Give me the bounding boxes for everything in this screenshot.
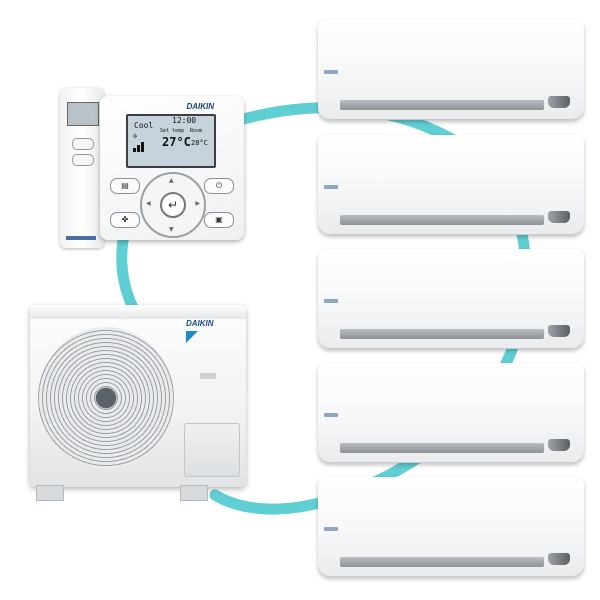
right-arrow-icon: ▶ bbox=[195, 200, 200, 207]
brand-mark bbox=[324, 413, 338, 417]
fan-speed-icon bbox=[133, 140, 149, 152]
fan-icon: ✤ bbox=[121, 215, 129, 224]
lcd-set-label: Set temp bbox=[160, 128, 185, 134]
outdoor-top-panel bbox=[30, 305, 246, 319]
lcd-set-temp: 27°C bbox=[162, 135, 191, 149]
label-plate bbox=[200, 373, 216, 379]
power-icon: ⏻ bbox=[215, 181, 223, 190]
remote-display bbox=[67, 102, 99, 126]
air-outlet bbox=[340, 557, 544, 567]
air-outlet bbox=[340, 329, 544, 339]
outdoor-brand-logo: DAIKIN bbox=[186, 319, 214, 328]
indoor-unit-1 bbox=[318, 20, 584, 120]
air-outlet bbox=[340, 215, 544, 225]
power-button: ⏻ bbox=[204, 178, 234, 194]
brand-mark bbox=[324, 299, 338, 303]
menu-button: ▣ bbox=[204, 212, 234, 228]
lcd-room-label: Room bbox=[190, 128, 203, 134]
display-window bbox=[548, 553, 570, 565]
indoor-unit-5 bbox=[318, 477, 584, 577]
lcd-fan-icon: ✣ bbox=[133, 132, 138, 140]
brand-triangle-icon bbox=[186, 331, 198, 343]
air-outlet bbox=[340, 443, 544, 453]
lcd-mode: Cool bbox=[134, 121, 154, 130]
brand-mark bbox=[324, 70, 338, 74]
remote-brand-mark bbox=[66, 236, 96, 240]
brand-mark bbox=[324, 527, 338, 531]
display-window bbox=[548, 211, 570, 223]
mode-button: ▤ bbox=[110, 178, 140, 194]
display-window bbox=[548, 325, 570, 337]
display-window bbox=[548, 96, 570, 108]
enter-icon: ↵ bbox=[160, 192, 186, 218]
menu-icon: ▣ bbox=[215, 215, 223, 224]
wired-controller: DAIKIN Cool 12:00 Set temp Room 27°C 28°… bbox=[100, 96, 244, 240]
down-arrow-icon: ▼ bbox=[169, 226, 174, 233]
mounting-foot bbox=[180, 485, 208, 501]
lcd-time: 12:00 bbox=[172, 116, 197, 125]
service-panel bbox=[184, 423, 240, 477]
display-window bbox=[548, 439, 570, 451]
remote-button bbox=[72, 154, 94, 166]
indoor-unit-3 bbox=[318, 249, 584, 349]
navigation-dial: ▲ ▼ ◀ ▶ ↵ bbox=[140, 172, 206, 238]
brand-mark bbox=[324, 185, 338, 189]
handheld-remote bbox=[60, 88, 104, 248]
controller-lcd: Cool 12:00 Set temp Room 27°C 28°C ✣ bbox=[126, 114, 216, 168]
indoor-unit-4 bbox=[318, 363, 584, 463]
indoor-unit-2 bbox=[318, 135, 584, 235]
outdoor-unit: DAIKIN bbox=[30, 305, 246, 501]
fan-grille bbox=[38, 327, 174, 469]
lcd-room-temp: 28°C bbox=[191, 139, 208, 147]
remote-button bbox=[72, 138, 94, 150]
mounting-foot bbox=[36, 485, 64, 501]
up-arrow-icon: ▲ bbox=[169, 177, 174, 184]
mode-icon: ▤ bbox=[121, 181, 129, 190]
air-outlet bbox=[340, 100, 544, 110]
controller-brand-logo: DAIKIN bbox=[186, 102, 214, 111]
left-arrow-icon: ◀ bbox=[146, 200, 151, 207]
fan-button: ✤ bbox=[110, 212, 140, 228]
